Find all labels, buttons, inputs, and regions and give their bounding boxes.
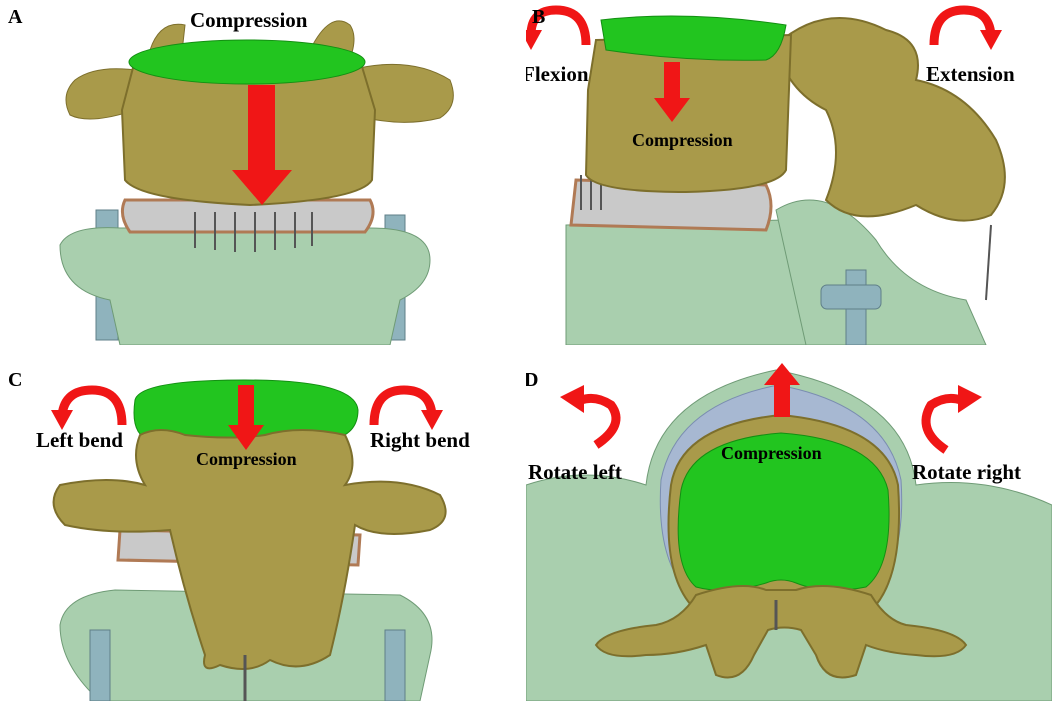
panel-b-flexion-label: Flexion	[526, 62, 589, 86]
panel-b-extension-label: Extension	[926, 62, 1015, 86]
compression-arrow	[232, 85, 292, 205]
panel-b-compression-label: Compression	[632, 130, 733, 150]
panel-b-letter: B	[532, 6, 546, 28]
panel-d-right-label: Rotate right	[912, 460, 1022, 484]
panel-a-compression-label: Compression	[190, 8, 308, 32]
panel-d-illustration	[526, 363, 1052, 701]
panel-c-compression-label: Compression	[196, 449, 297, 469]
panel-b-illustration	[526, 5, 1006, 345]
panel-b: B Flexion Extension Compression	[526, 0, 1052, 345]
panel-c: C Left bend Right bend Compression	[0, 355, 520, 701]
panel-d-left-label: Rotate left	[528, 460, 622, 484]
panel-a-letter: A	[8, 6, 23, 28]
panel-c-illustration	[51, 379, 447, 701]
panel-c-letter: C	[8, 369, 23, 391]
panel-d-compression-label: Compression	[721, 443, 822, 463]
panel-d: D Rotate left Rotate right Compression	[526, 355, 1052, 701]
panel-a: A Compression	[0, 0, 520, 345]
panel-d-letter: D	[526, 369, 539, 391]
panel-a-illustration	[59, 20, 454, 345]
panel-c-right-label: Right bend	[370, 428, 470, 452]
panel-c-left-label: Left bend	[36, 428, 123, 452]
